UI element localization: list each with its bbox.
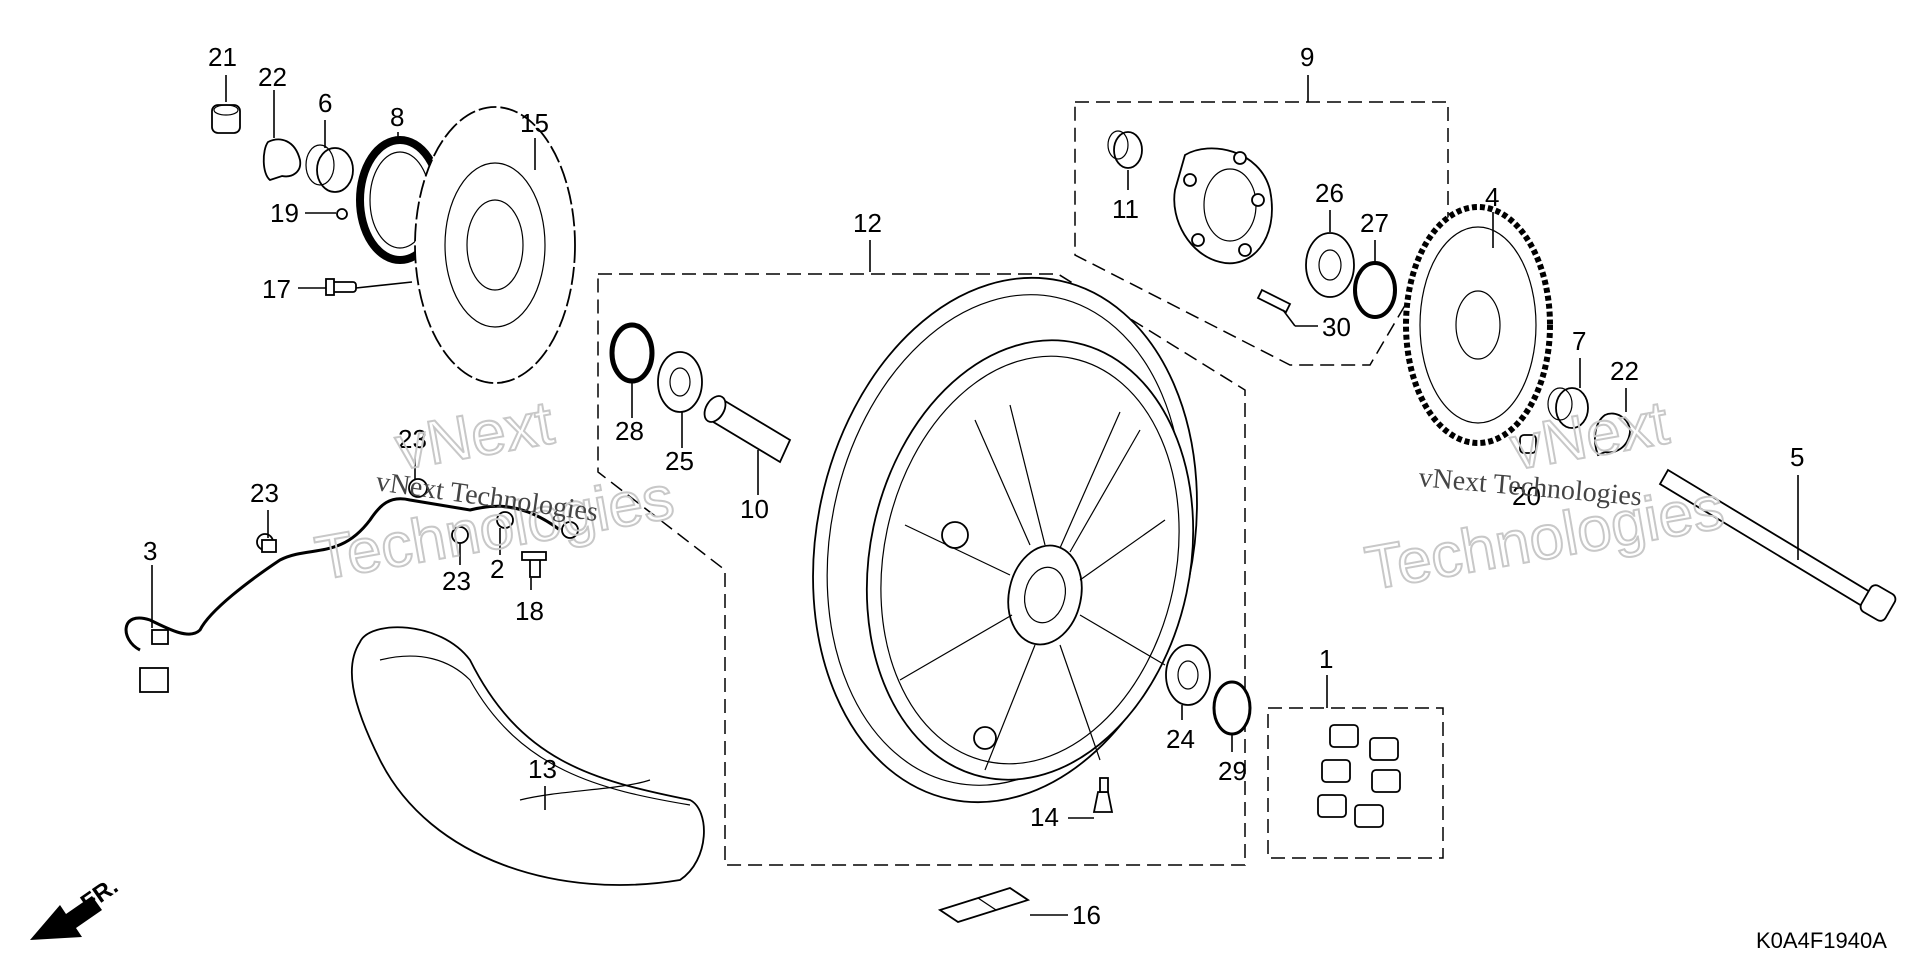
clip-23 [261, 539, 277, 553]
label-9: 9 [1300, 42, 1314, 72]
label-10: 10 [740, 494, 769, 524]
plate-22-right [1594, 412, 1631, 457]
weight-16 [937, 887, 1031, 923]
bolt-17 [325, 278, 357, 296]
plate-22-left [262, 138, 302, 182]
collar-7 [1547, 387, 1589, 429]
label-15: 15 [520, 108, 549, 138]
stud-30 [1256, 288, 1292, 314]
bearing-25 [657, 351, 703, 413]
label-4: 4 [1485, 182, 1499, 212]
label-7: 7 [1572, 326, 1586, 356]
collar-6 [305, 144, 354, 193]
leader-lines [151, 75, 1799, 916]
bolt-18 [521, 551, 547, 578]
label-5: 5 [1790, 442, 1804, 472]
label-27: 27 [1360, 208, 1389, 238]
group-box-hub [1074, 101, 1449, 366]
label-24: 24 [1166, 724, 1195, 754]
label-1: 1 [1319, 644, 1333, 674]
label-16: 16 [1072, 900, 1101, 930]
front-arrow-icon [30, 896, 102, 940]
label-6: 6 [318, 88, 332, 118]
sprocket-hub [1173, 147, 1273, 265]
spacer-10 [703, 395, 792, 464]
label-25: 25 [665, 446, 694, 476]
label-30: 30 [1322, 312, 1351, 342]
label-3: 3 [143, 536, 157, 566]
collar-11 [1107, 130, 1143, 169]
bearing-26 [1305, 232, 1355, 298]
wheel-rim [812, 276, 1198, 804]
nut-20 [1519, 434, 1537, 454]
label-23-b: 23 [250, 478, 279, 508]
bearing-24 [1165, 644, 1211, 706]
label-11: 11 [1112, 194, 1139, 224]
seal-27 [1353, 261, 1397, 319]
nut-21 [211, 104, 241, 134]
label-13: 13 [528, 754, 557, 784]
valve-14 [1092, 777, 1114, 813]
label-21: 21 [208, 42, 237, 72]
group-box-dampers [1267, 707, 1444, 859]
label-22-right: 22 [1610, 356, 1639, 386]
label-22-left: 22 [258, 62, 287, 92]
damper-set-1 [1317, 724, 1401, 828]
watermark-left-line1: vNext [390, 388, 558, 483]
label-2: 2 [490, 554, 504, 584]
watermark-right: vNext Technologies vNext Technologies [1359, 387, 1729, 604]
label-23-a: 23 [398, 424, 427, 454]
label-17: 17 [262, 274, 291, 304]
bolt-19 [336, 208, 348, 220]
label-12: 12 [853, 208, 882, 238]
label-23-c: 23 [442, 566, 471, 596]
brake-disc-15 [414, 106, 576, 384]
label-26: 26 [1315, 178, 1344, 208]
seal-29 [1212, 680, 1252, 736]
sprocket-4 [1403, 204, 1553, 446]
seal-28 [609, 322, 655, 384]
label-14: 14 [1030, 802, 1059, 832]
tire [350, 626, 705, 886]
label-28: 28 [615, 416, 644, 446]
axle-5 [1658, 468, 1897, 622]
part-labels: 21 22 6 8 15 19 17 23 23 23 2 18 3 13 12… [143, 42, 1804, 930]
diagram-code: K0A4F1940A [1756, 928, 1887, 953]
label-18: 18 [515, 596, 544, 626]
front-indicator: FR. [30, 873, 123, 940]
label-29: 29 [1218, 756, 1247, 786]
label-19: 19 [270, 198, 299, 228]
label-20: 20 [1512, 481, 1541, 511]
label-8: 8 [390, 102, 404, 132]
